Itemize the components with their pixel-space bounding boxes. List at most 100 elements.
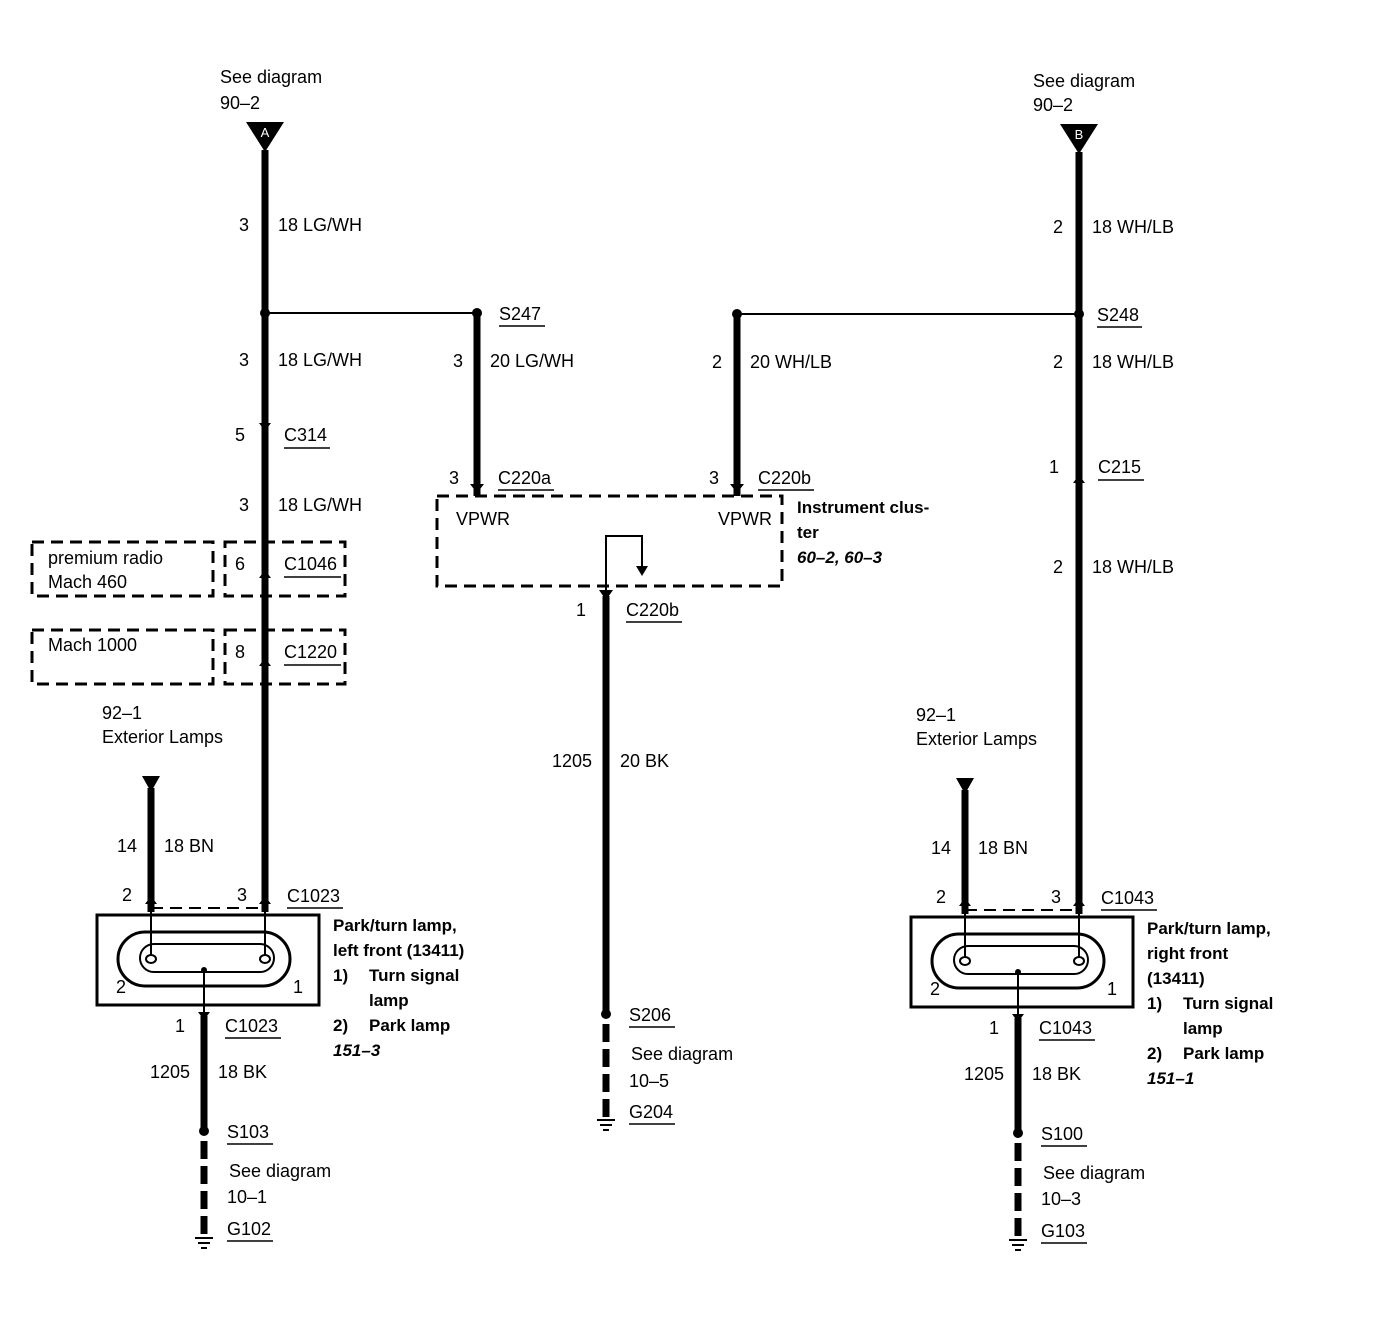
mach1000-label: Mach 1000 xyxy=(48,635,137,655)
c220b-connector-icon xyxy=(730,484,744,493)
ref-b-page-text: 90–2 xyxy=(1033,95,1073,115)
cluster-ground-circuit: 1205 xyxy=(552,751,592,771)
left-inner-pin2: 2 xyxy=(116,977,126,997)
left-wire2-pin: 3 xyxy=(239,350,249,370)
cluster-internal-arrow-icon xyxy=(636,566,648,576)
right-gnd-see: See diagram xyxy=(1043,1163,1145,1183)
ref-a-letter: A xyxy=(261,125,270,140)
left-lamp-item2: Park lamp xyxy=(369,1016,450,1035)
right-gnd-circuit: 1205 xyxy=(964,1064,1004,1084)
left-lamp-name-line2: left front (13411) xyxy=(333,941,464,960)
cluster-ground-see-page: 10–5 xyxy=(629,1071,669,1091)
left-wire2-label: 18 LG/WH xyxy=(278,350,362,370)
right-lamp-name-line2: right front xyxy=(1147,944,1229,963)
premium-radio-option-box xyxy=(30,540,215,598)
left-ext-ref: 92–1 xyxy=(102,703,142,723)
c220a-pin: 3 xyxy=(449,468,459,488)
cluster-ground-connector[interactable]: C220b xyxy=(626,600,679,620)
cluster-ground-see: See diagram xyxy=(631,1044,733,1064)
ref-a-arrow-icon[interactable] xyxy=(246,122,284,152)
c215-connector-icon xyxy=(1073,475,1085,483)
cluster-left-wire-pin: 3 xyxy=(453,351,463,371)
c1220-connector-icon xyxy=(259,658,271,666)
g204-label[interactable]: G204 xyxy=(629,1102,673,1122)
g103-label[interactable]: G103 xyxy=(1041,1221,1085,1241)
left-inner-pin1: 1 xyxy=(293,977,303,997)
left-lamp-box[interactable] xyxy=(95,913,321,1007)
cluster-name-line1: Instrument clus- xyxy=(797,498,929,517)
left-lamp-item1-line2: lamp xyxy=(369,991,409,1010)
right-wire3-pin: 2 xyxy=(1053,557,1063,577)
c1220-option-box xyxy=(223,628,347,686)
right-gnd-connector[interactable]: C1043 xyxy=(1039,1018,1092,1038)
right-lamp-ref: 151–1 xyxy=(1147,1069,1194,1088)
left-gnd-circuit: 1205 xyxy=(150,1062,190,1082)
g103-ground-icon xyxy=(1009,1239,1027,1251)
s248-label[interactable]: S248 xyxy=(1097,305,1139,325)
left-feed-circuit: See diagram 90–2 A 3 18 LG/WH 3 18 LG/WH… xyxy=(30,67,477,912)
right-gnd-label: 18 BK xyxy=(1032,1064,1081,1084)
left-lamp-item1-num: 1) xyxy=(333,966,348,985)
right-ext-ref: 92–1 xyxy=(916,705,956,725)
left-pin2: 2 xyxy=(122,885,132,905)
right-lamp-name-line1: Park/turn lamp, xyxy=(1147,919,1271,938)
right-lamp-item1-num: 1) xyxy=(1147,994,1162,1013)
c1220-label[interactable]: C1220 xyxy=(284,642,337,662)
c314-label[interactable]: C314 xyxy=(284,425,327,445)
ref-b-see-text: See diagram xyxy=(1033,71,1135,91)
left-lamp-connector[interactable]: C1023 xyxy=(287,886,340,906)
instrument-cluster: VPWR VPWR Instrument clus- ter 60–2, 60–… xyxy=(435,494,929,1131)
c220a-label[interactable]: C220a xyxy=(498,468,552,488)
s248-branch: 2 20 WH/LB 3 C220b xyxy=(709,309,1079,496)
ref-b-arrow-icon[interactable] xyxy=(1060,124,1098,154)
right-bulb-filament xyxy=(953,945,1089,975)
cluster-right-wire-label: 20 WH/LB xyxy=(750,352,832,372)
right-filament-2-icon xyxy=(959,956,971,966)
left-lamp-item2-num: 2) xyxy=(333,1016,348,1035)
left-front-lamp-circuit: 92–1 Exterior Lamps 14 18 BN 2 3 C1023 2… xyxy=(95,703,464,1249)
right-lamp-item2: Park lamp xyxy=(1183,1044,1264,1063)
cluster-left-wire-label: 20 LG/WH xyxy=(490,351,574,371)
right-lamp-item1-line1: Turn signal xyxy=(1183,994,1273,1013)
s247-label[interactable]: S247 xyxy=(499,304,541,324)
right-front-lamp-circuit: 92–1 Exterior Lamps 14 18 BN 2 3 C1043 2… xyxy=(909,705,1273,1251)
right-filament-1-icon xyxy=(1073,956,1085,966)
right-wire2-label: 18 WH/LB xyxy=(1092,352,1174,372)
c1220-pin: 8 xyxy=(235,642,245,662)
right-lamp-connector[interactable]: C1043 xyxy=(1101,888,1154,908)
left-bulb-filament xyxy=(139,943,275,973)
right-lamp-box[interactable] xyxy=(909,915,1135,1009)
c1046-option-box xyxy=(223,540,347,598)
left-lamp-name-line1: Park/turn lamp, xyxy=(333,916,457,935)
s103-dot xyxy=(199,1126,209,1136)
c215-pin: 1 xyxy=(1049,457,1059,477)
right-ext-arrow-icon[interactable] xyxy=(956,778,974,794)
right-lamp-name-line3: (13411) xyxy=(1147,969,1205,988)
right-wire3-label: 18 WH/LB xyxy=(1092,557,1174,577)
s247-splice: S247 3 20 LG/WH 3 C220a xyxy=(449,304,574,496)
left-pin3: 3 xyxy=(237,885,247,905)
premium-radio-line1: premium radio xyxy=(48,548,163,568)
cluster-ground-connector-icon xyxy=(599,590,613,600)
left-bn-label: 18 BN xyxy=(164,836,214,856)
ref-a-see-text: See diagram xyxy=(220,67,322,87)
s103-label[interactable]: S103 xyxy=(227,1122,269,1142)
s206-dot xyxy=(601,1009,611,1019)
premium-radio-line2: Mach 460 xyxy=(48,572,127,592)
c1046-pin: 6 xyxy=(235,554,245,574)
s100-label[interactable]: S100 xyxy=(1041,1124,1083,1144)
left-ext-arrow-icon[interactable] xyxy=(142,776,160,792)
g102-label[interactable]: G102 xyxy=(227,1219,271,1239)
left-gnd-connector[interactable]: C1023 xyxy=(225,1016,278,1036)
cluster-right-wire-pin: 2 xyxy=(712,352,722,372)
s206-label[interactable]: S206 xyxy=(629,1005,671,1025)
left-gnd-pin: 1 xyxy=(175,1016,185,1036)
instrument-cluster-box[interactable] xyxy=(435,494,784,588)
right-ext-name: Exterior Lamps xyxy=(916,729,1037,749)
c1046-label[interactable]: C1046 xyxy=(284,554,337,574)
c215-label[interactable]: C215 xyxy=(1098,457,1141,477)
right-pin2: 2 xyxy=(936,887,946,907)
c220b-label[interactable]: C220b xyxy=(758,468,811,488)
g102-ground-icon xyxy=(195,1237,213,1249)
left-lamp-ref: 151–3 xyxy=(333,1041,381,1060)
